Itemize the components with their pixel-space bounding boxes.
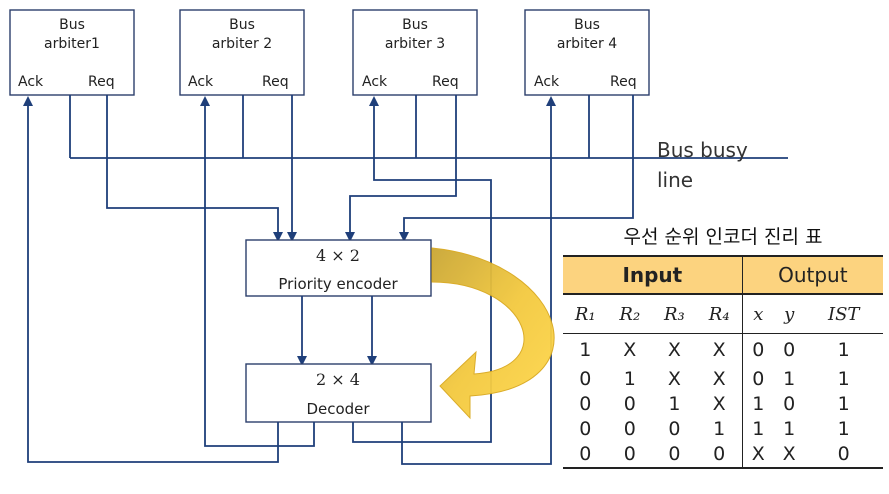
curved-arrow-icon (431, 247, 555, 420)
arbiter-1-ack-label: Ack (18, 74, 44, 90)
input-header: Input (563, 255, 743, 295)
col-r3: R₃ (652, 294, 697, 334)
bus-busy-label-line2: line (657, 168, 693, 192)
truth-table: Input Output R₁ R₂ R₃ R₄ x y IST 1 X X X… (563, 255, 883, 469)
table-cell: 0 (579, 368, 592, 390)
table-cell: 1 (837, 339, 850, 362)
arbiter-4-ack-label: Ack (534, 74, 560, 90)
table-cell: 0 (741, 366, 774, 392)
table-cell: 1 (668, 393, 681, 415)
arbiter-1-name: arbiter1 (44, 36, 100, 52)
col-x: x (741, 294, 774, 334)
table-row: 1 X X X 0 0 1 (563, 333, 883, 367)
col-y: y (773, 294, 805, 334)
table-cell: X (712, 339, 726, 362)
decoder-size: 2 × 4 (316, 370, 360, 389)
ack-1-wire (23, 96, 279, 463)
table-cell: X (741, 441, 774, 469)
table-cell: 0 (607, 441, 653, 469)
col-r2: R₂ (607, 294, 653, 334)
table-cell: X (623, 339, 637, 362)
table-row: 0 0 0 0 X X 0 (563, 441, 883, 469)
arbiter-4-req-label: Req (610, 74, 637, 90)
bus-arbiter-4: Bus arbiter 4 Ack Req (524, 9, 650, 96)
bus-busy-label: Bus busy (657, 138, 748, 162)
table-cell: 0 (696, 441, 743, 469)
arbiter-3-req-label: Req (432, 74, 459, 90)
table-cell: X (667, 368, 681, 390)
bus-arbiter-3: Bus arbiter 3 Ack Req (352, 9, 478, 96)
table-cell: 1 (837, 368, 850, 390)
bus-arbiter-2: Bus arbiter 2 Ack Req (179, 9, 305, 96)
table-cell: 1 (837, 418, 850, 440)
col-r1: R₁ (563, 294, 608, 334)
request-wires (106, 95, 634, 242)
req-4-wire (399, 95, 634, 242)
decoder: 2 × 4 Decoder (245, 363, 432, 423)
arbiter-2-req-label: Req (262, 74, 289, 90)
table-cell: 1 (741, 391, 774, 417)
table-cell: X (712, 393, 726, 415)
req-1-wire (106, 95, 283, 242)
arbiter-4-box (524, 9, 650, 96)
ack-2-wire (200, 96, 315, 447)
table-cell: 1 (837, 393, 850, 415)
table-cell: X (667, 339, 681, 362)
table-cell: 0 (741, 333, 774, 367)
arbiter-2-ack-label: Ack (188, 74, 214, 90)
table-cell: 1 (783, 368, 796, 390)
encoder-size: 4 × 2 (316, 246, 360, 265)
arbiter-1-req-label: Req (88, 74, 115, 90)
table-cell: 0 (668, 418, 681, 440)
table-cell: 1 (741, 416, 774, 442)
col-r4: R₄ (696, 294, 743, 334)
table-cell: 1 (783, 418, 796, 440)
encoder-decoder-wires (297, 296, 377, 366)
encoder-box (245, 239, 432, 297)
table-row: 0 0 1 X 1 0 1 (563, 391, 883, 417)
bus-busy-line: Bus busy line (69, 95, 788, 192)
arbiter-2-title: Bus (229, 17, 255, 33)
table-cell: 0 (652, 441, 697, 469)
table-cell: 0 (563, 441, 608, 469)
table-cell: 0 (783, 339, 796, 362)
arbiter-3-ack-label: Ack (362, 74, 388, 90)
table-cell: 0 (783, 393, 796, 415)
bus-arbiter-1: Bus arbiter1 Ack Req (9, 9, 135, 96)
table-row: 0 1 X X 0 1 1 (563, 366, 883, 392)
table-row: 0 0 0 1 1 1 1 (563, 416, 883, 442)
table-cell: 0 (579, 393, 592, 415)
table-cell: 1 (623, 368, 636, 390)
output-header: Output (741, 255, 883, 295)
arbiter-1-box (9, 9, 135, 96)
table-cell: 0 (579, 418, 592, 440)
arbiter-2-name: arbiter 2 (212, 36, 272, 52)
table-title: 우선 순위 인코더 진리 표 (623, 226, 823, 248)
table-cell: 0 (623, 393, 636, 415)
decoder-box (245, 363, 432, 423)
req-3-wire (345, 95, 457, 242)
arbiter-3-box (352, 9, 478, 96)
ack-4-wire (401, 96, 556, 465)
col-ist: IST (804, 294, 883, 334)
acknowledge-wires (23, 96, 556, 465)
arbiter-4-title: Bus (574, 17, 600, 33)
table-cell: 0 (623, 418, 636, 440)
encoder-name: Priority encoder (278, 275, 398, 293)
priority-encoder: 4 × 2 Priority encoder (245, 239, 432, 297)
arbiter-1-title: Bus (59, 17, 85, 33)
ack-3-wire (352, 96, 492, 443)
arbiter-3-title: Bus (402, 17, 428, 33)
table-cell: 1 (713, 418, 726, 440)
table-cell: 0 (804, 441, 883, 469)
truth-table-section: 우선 순위 인코더 진리 표 Input Output R₁ R₂ R₃ R₄ … (563, 222, 883, 469)
table-cell: X (773, 441, 805, 469)
arbiter-3-name: arbiter 3 (385, 36, 445, 52)
arbiter-4-name: arbiter 4 (557, 36, 617, 52)
table-cell: X (712, 368, 726, 390)
arbiter-2-box (179, 9, 305, 96)
table-cell: 1 (579, 339, 592, 362)
decoder-name: Decoder (306, 400, 370, 418)
